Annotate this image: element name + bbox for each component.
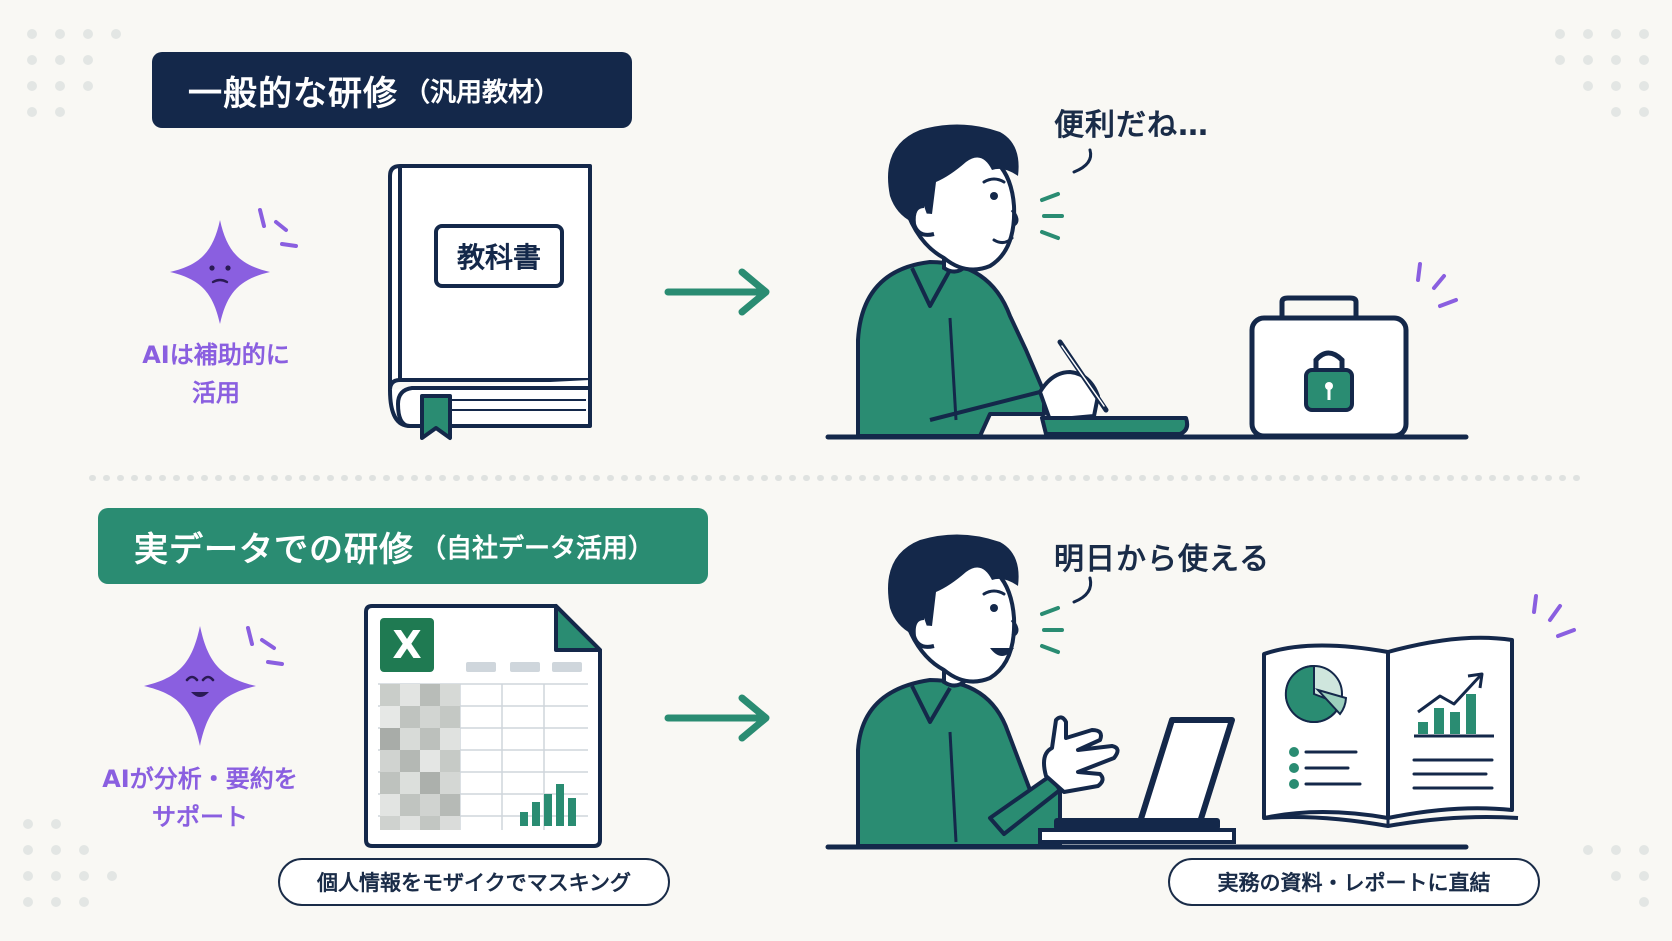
bottom-title-sub: （自社データ活用） bbox=[420, 533, 655, 564]
bottom-ai-label-line1: AIが分析・要約を bbox=[102, 765, 298, 793]
bottom-section-title: 実データでの研修 （自社データ活用） bbox=[98, 508, 708, 584]
top-ai-label-line1: AIは補助的に bbox=[142, 341, 290, 369]
bottom-ai-label-line2: サポート bbox=[152, 803, 248, 831]
dot-pattern-top-right bbox=[1555, 29, 1649, 117]
top-ai-label: AIは補助的に 活用 bbox=[126, 336, 306, 412]
dot-pattern-bottom-left bbox=[23, 819, 117, 907]
bottom-speech-text: 明日から使える bbox=[1054, 542, 1271, 577]
dot-pattern-top-left bbox=[27, 29, 121, 117]
bottom-title-main: 実データでの研修 bbox=[134, 529, 414, 570]
dot-pattern-bottom-right bbox=[1583, 845, 1649, 907]
bottom-ai-label: AIが分析・要約を サポート bbox=[80, 760, 320, 836]
textbook-label: 教科書 bbox=[456, 241, 541, 274]
report-caption: 実務の資料・レポートに直結 bbox=[1168, 858, 1540, 906]
top-speech-text: 便利だね… bbox=[1054, 108, 1209, 143]
top-section-title: 一般的な研修 （汎用教材） bbox=[152, 52, 632, 128]
top-title-sub: （汎用教材） bbox=[404, 77, 561, 108]
top-title-main: 一般的な研修 bbox=[188, 73, 398, 114]
top-ai-label-line2: 活用 bbox=[192, 379, 240, 407]
excel-logo-letter: X bbox=[392, 623, 422, 667]
masking-caption: 個人情報をモザイクでマスキング bbox=[278, 858, 670, 906]
